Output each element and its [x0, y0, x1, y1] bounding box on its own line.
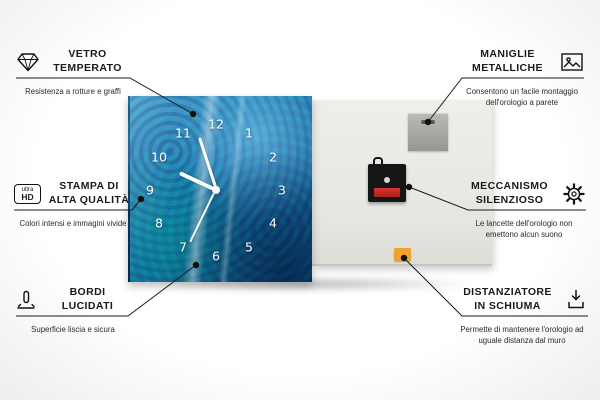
ultra-hd-label-bottom: HD — [21, 191, 34, 202]
diamond-icon — [16, 51, 40, 73]
callout-title: MANIGLIE METALLICHE — [472, 48, 543, 74]
clock-number: 12 — [208, 116, 224, 132]
callout-polished-edges: BORDI LUCIDATI Superficie liscia e sicur… — [14, 284, 132, 336]
callout-title: STAMPA DI ALTA QUALITÀ — [48, 180, 130, 206]
hanger-slot — [421, 120, 435, 124]
mechanism-spindle — [384, 177, 390, 183]
mechanism-hook — [373, 157, 383, 165]
clock-mechanism — [368, 157, 406, 202]
spacer-arrow-icon — [564, 288, 588, 312]
clock-number: 1 — [245, 125, 253, 141]
callout-print-quality: ultra HD STAMPA DI ALTA QUALITÀ Colori i… — [14, 178, 132, 230]
foam-spacer — [394, 248, 411, 261]
clock-number: 5 — [245, 239, 253, 255]
callout-subtitle: Consentono un facile montaggio dell'orol… — [466, 87, 578, 107]
clock-number: 8 — [155, 215, 163, 231]
callout-title: DISTANZIATORE IN SCHIUMA — [463, 286, 552, 312]
clock-face: 1 2 3 4 5 6 7 8 9 10 11 12 — [128, 96, 312, 282]
clock-number: 6 — [212, 248, 220, 264]
callout-tempered-glass: VETRO TEMPERATO Resistenza a rotture e g… — [16, 46, 130, 98]
callout-subtitle: Superficie liscia e sicura — [31, 325, 115, 334]
battery — [374, 188, 400, 197]
glass-sheen — [130, 96, 312, 282]
clock-number: 11 — [175, 125, 191, 141]
ultra-hd-label-top: ultra — [21, 186, 34, 193]
clock-number: 2 — [269, 149, 277, 165]
callout-foam-spacer: DISTANZIATORE IN SCHIUMA Permette di man… — [456, 284, 588, 346]
metal-hanger-plate — [408, 113, 448, 151]
picture-frame-icon — [560, 52, 584, 72]
clock-center-cap — [212, 186, 220, 194]
callout-title: MECCANISMO SILENZIOSO — [471, 180, 548, 206]
ultra-hd-icon: ultra HD — [14, 184, 41, 204]
callout-metal-hangers: MANIGLIE METALLICHE Consentono un facile… — [460, 46, 584, 108]
clock-number: 7 — [179, 239, 187, 255]
smooth-surface-icon — [14, 289, 38, 311]
clock-number: 3 — [278, 182, 286, 198]
callout-title: BORDI LUCIDATI — [61, 286, 114, 312]
clock-number: 9 — [146, 182, 154, 198]
callout-subtitle: Colori intensi e immagini vivide — [19, 219, 127, 228]
callout-subtitle: Resistenza a rotture e graffi — [25, 87, 121, 96]
callout-silent-mechanism: MECCANISMO SILENZIOSO Le lancette dell'o… — [462, 178, 586, 240]
clock-number: 10 — [151, 149, 167, 165]
gear-icon — [562, 182, 586, 206]
callout-title: VETRO TEMPERATO — [53, 48, 122, 74]
callout-subtitle: Le lancette dell'orologio non emettono a… — [475, 219, 573, 239]
callout-subtitle: Permette di mantenere l'orologio ad ugua… — [460, 325, 584, 345]
clock-number: 4 — [269, 215, 277, 231]
